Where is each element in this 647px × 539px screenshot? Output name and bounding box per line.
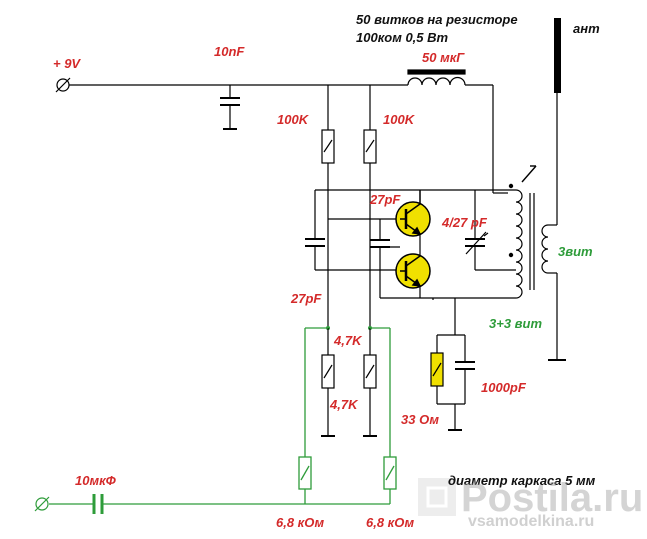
coil-3t-label: 3вит — [558, 244, 593, 259]
supply-label: + 9V — [53, 56, 81, 71]
r47-top-label: 4,7K — [334, 333, 362, 348]
cap-1000pf-label: 1000pF — [481, 380, 526, 395]
watermark-sub: vsamodelkina.ru — [468, 513, 595, 530]
watermark-main: Postila.ru — [461, 476, 644, 520]
resistor-100k-right — [363, 129, 377, 164]
cap-27pf-top-label: 27pF — [370, 192, 401, 207]
cap-10nf — [220, 85, 240, 130]
audio-input-network — [49, 327, 397, 514]
cap-10nf-label: 10nF — [214, 44, 245, 59]
cap-10uf-label: 10мкФ — [75, 473, 116, 488]
r100k-right-label: 100K — [383, 112, 415, 127]
tuning-arrow-icon — [521, 165, 537, 183]
cap-1000pf — [455, 335, 475, 404]
resistor-4-7k-right — [363, 354, 377, 437]
watermark-logo — [418, 478, 456, 516]
cap-27pf-middle — [370, 219, 390, 298]
supply-terminal — [55, 77, 71, 93]
r47-bottom-label: 4,7K — [330, 397, 358, 412]
cap-27pf-left — [305, 190, 325, 270]
trimmer-cap — [465, 190, 516, 271]
choke-label: 50 мкГ — [422, 50, 465, 65]
resistor-100k-left — [321, 129, 335, 164]
coil-3-3-label: 3+3 вит — [489, 316, 543, 331]
transistor-top — [395, 190, 431, 237]
r100k-left-label: 100K — [277, 112, 309, 127]
antenna-label: ант — [573, 21, 600, 36]
r68-left-label: 6,8 кОм — [276, 515, 325, 530]
r33-label: 33 Ом — [401, 412, 439, 427]
note-line2: 100ком 0,5 Вт — [356, 30, 449, 45]
trimmer-label: 4/27 pF — [442, 215, 487, 230]
transistor-bottom — [395, 253, 431, 289]
antenna-coil — [541, 224, 557, 274]
r68-right-label: 6,8 кОм — [366, 515, 415, 530]
resistor-4-7k-left — [321, 354, 335, 437]
choke-inductor — [407, 69, 466, 86]
tank-coil — [493, 183, 523, 299]
coil-diameter-label: диаметр каркаса 5 мм — [448, 473, 596, 488]
antenna-rod — [554, 18, 561, 93]
audio-input-terminal — [34, 496, 50, 512]
note-line1: 50 витков на резисторе — [356, 12, 518, 27]
cap-27pf-left-label: 27pF — [291, 291, 322, 306]
resistor-33-ohm — [430, 335, 444, 404]
